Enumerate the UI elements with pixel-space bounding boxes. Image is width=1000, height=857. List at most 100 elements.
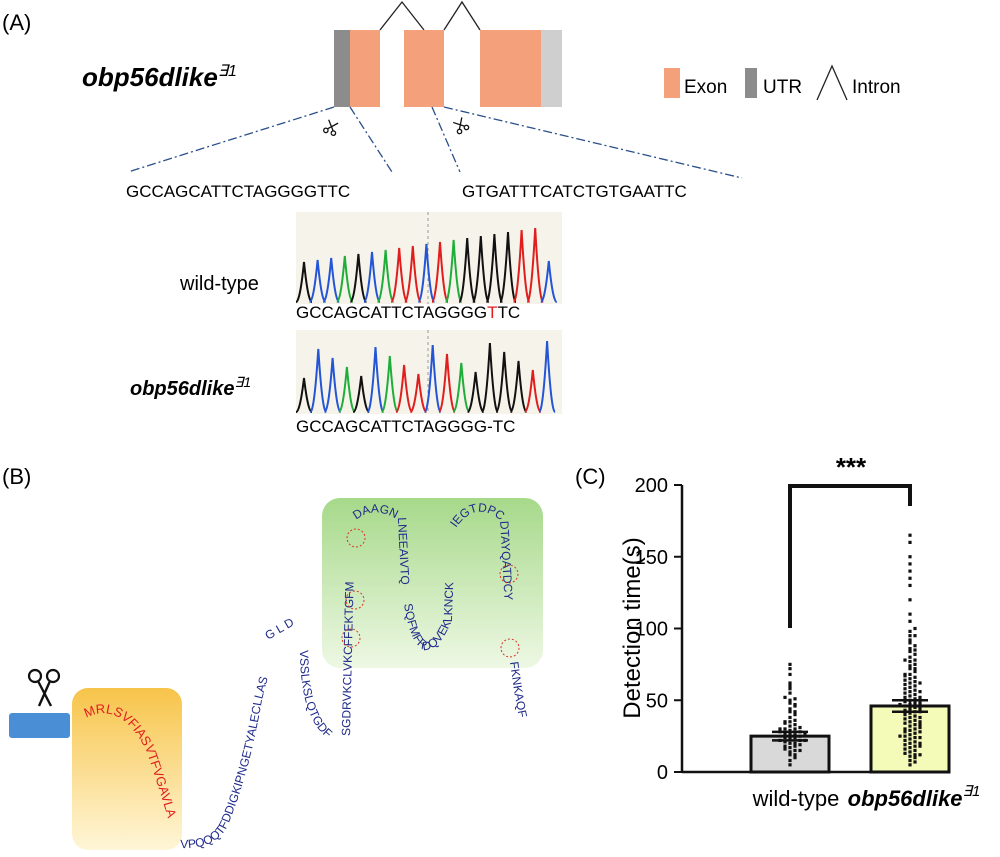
chromatogram-peak xyxy=(363,251,381,303)
intron-2 xyxy=(443,0,481,31)
legend-intron-symbol xyxy=(816,64,848,101)
data-point xyxy=(908,746,912,750)
legend-intron-label: Intron xyxy=(852,77,901,98)
data-point xyxy=(793,733,797,737)
data-point xyxy=(793,727,797,731)
chromatogram-peak xyxy=(438,353,456,413)
chromatogram-peak xyxy=(309,348,328,413)
data-point xyxy=(793,735,797,740)
target-sequence-1: GCCAGCATTCTAGGGGTTC xyxy=(126,182,350,201)
data-point xyxy=(788,710,792,714)
exon-1 xyxy=(350,30,380,107)
data-point xyxy=(908,619,912,623)
data-point xyxy=(903,727,907,731)
data-point xyxy=(908,583,912,588)
data-point xyxy=(913,718,917,722)
data-point xyxy=(913,669,917,674)
chromatogram-peak xyxy=(376,249,395,303)
data-point xyxy=(903,687,907,691)
data-point xyxy=(913,634,917,638)
data-point xyxy=(908,634,912,638)
data-point xyxy=(903,734,907,738)
data-point xyxy=(783,720,787,724)
significance-bracket xyxy=(788,484,912,628)
mutant-label: obp56dlike∃1 xyxy=(130,374,251,400)
data-point xyxy=(913,756,917,760)
chromatogram-peak xyxy=(512,229,531,303)
data-point xyxy=(788,758,792,763)
data-point xyxy=(793,748,797,753)
data-point xyxy=(908,690,912,694)
x-tick-label: obp56dlike∃1 xyxy=(848,783,981,811)
chromatogram-peak xyxy=(336,255,354,303)
data-point xyxy=(793,710,797,714)
chromatogram-peak xyxy=(417,243,436,303)
chromatogram-peak xyxy=(538,340,557,413)
chromatogram-peak xyxy=(485,233,504,303)
data-point xyxy=(913,731,917,735)
data-point xyxy=(788,707,792,711)
data-point xyxy=(913,658,917,662)
data-point xyxy=(908,672,912,677)
panel-a-label: (A) xyxy=(2,10,31,35)
loop-seq-2: SGDRVKCLVKCFFEKTGFM xyxy=(339,581,357,736)
chromatogram-peak xyxy=(423,344,442,413)
data-point xyxy=(908,733,912,737)
data-point xyxy=(898,702,902,707)
wt-seq-suffix: TC xyxy=(497,303,520,322)
data-point xyxy=(793,697,797,701)
data-point xyxy=(908,641,912,645)
zoom-lines xyxy=(127,106,743,179)
data-point xyxy=(908,681,912,685)
panel-c: (C) Detection time(s) 050100150200wild-t… xyxy=(575,452,980,811)
gene-legend: Exon UTR Intron xyxy=(664,64,901,101)
mutant-label-superscript: ∃1 xyxy=(234,374,251,390)
chromatogram-peak xyxy=(480,342,499,413)
highlight-markers xyxy=(341,528,520,658)
data-point xyxy=(788,667,792,671)
chromatogram-peak xyxy=(352,375,370,413)
data-point xyxy=(908,646,912,651)
data-point xyxy=(908,659,912,664)
chromatogram-peak xyxy=(526,227,545,303)
data-point xyxy=(913,701,917,705)
data-point xyxy=(908,694,912,698)
data-point xyxy=(918,744,922,748)
data-point xyxy=(908,655,912,659)
wildtype-label: wild-type xyxy=(179,273,259,295)
data-point xyxy=(788,728,792,732)
y-tick-label: 200 xyxy=(635,475,668,497)
data-point xyxy=(793,744,797,748)
data-point xyxy=(918,735,922,740)
data-point xyxy=(783,731,787,735)
wildtype-sequence: GCCAGCATTCTAGGGGTTC xyxy=(296,303,520,322)
signal-peptide-box xyxy=(72,688,182,850)
data-point xyxy=(918,695,922,699)
data-point xyxy=(908,715,912,720)
data-point xyxy=(788,691,792,695)
data-point xyxy=(918,707,922,711)
chromatogram-peak xyxy=(323,357,342,413)
data-point xyxy=(798,748,802,753)
data-point xyxy=(793,723,797,727)
data-point xyxy=(783,735,787,740)
data-point xyxy=(803,731,807,735)
data-point xyxy=(788,672,792,677)
significance-stars: *** xyxy=(836,452,867,482)
data-point xyxy=(908,555,912,559)
data-point xyxy=(918,715,922,720)
membrane-block xyxy=(9,713,70,738)
chromatogram-peak xyxy=(458,237,477,303)
data-point xyxy=(783,740,787,744)
utr-3prime xyxy=(541,30,562,107)
data-point xyxy=(903,658,907,662)
data-point xyxy=(913,727,917,731)
data-point xyxy=(913,626,917,631)
data-point xyxy=(918,741,922,745)
data-point xyxy=(788,701,792,705)
intron-1 xyxy=(379,0,425,31)
mutant-sequence: GCCAGCATTCTAGGGG-TC xyxy=(296,417,515,436)
data-point xyxy=(908,664,912,668)
data-point xyxy=(908,533,912,537)
data-point xyxy=(908,737,912,741)
